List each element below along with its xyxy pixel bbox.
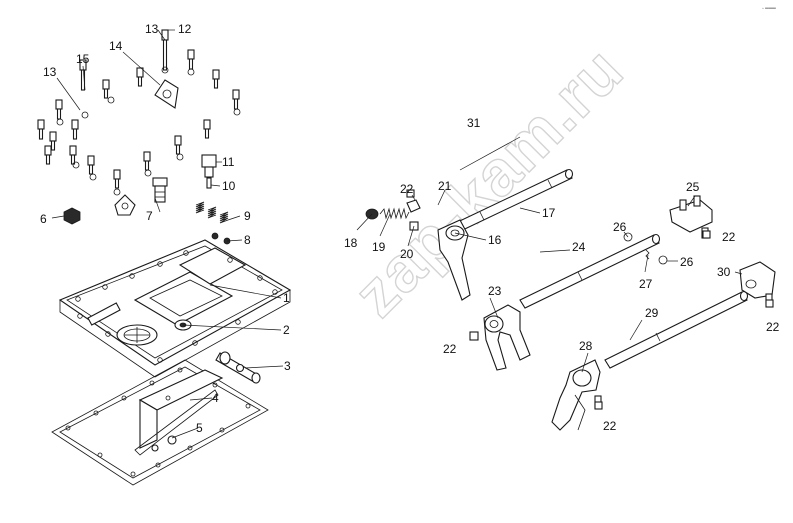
switch-fitting: [201, 154, 217, 189]
gearbox-top-cover: [58, 239, 292, 378]
callout: 22: [603, 419, 617, 433]
callout: 11: [222, 155, 235, 169]
guide-plate: [134, 369, 224, 456]
callout: 15: [76, 52, 90, 66]
breather-plug: [152, 177, 168, 203]
callout: 5: [196, 421, 203, 435]
callout: 9: [244, 209, 251, 223]
callout: 22: [722, 230, 736, 244]
callout: 25: [686, 180, 700, 194]
cover-bolts: [37, 29, 241, 196]
callout: 1: [283, 291, 290, 305]
callout: 31: [467, 116, 481, 130]
shift-lug-30: [739, 261, 776, 305]
callout: 10: [222, 179, 236, 193]
callout: 2: [283, 323, 290, 337]
interlock-parts: [365, 199, 421, 231]
bracket: [114, 194, 136, 216]
callout: 13: [43, 65, 57, 79]
lifting-eye: [154, 79, 179, 109]
shift-fork-23: [483, 304, 531, 371]
callout: 27: [639, 277, 653, 291]
callout: 22: [443, 342, 457, 356]
small-screw: [151, 435, 177, 452]
callout: 22: [766, 320, 780, 334]
callout: 7: [146, 209, 153, 223]
callout: 13: [145, 22, 159, 36]
callout: 6: [40, 212, 47, 226]
callout: 8: [244, 233, 251, 247]
callout: 23: [488, 284, 502, 298]
callout: 26: [680, 255, 694, 269]
callout: 14: [109, 39, 123, 53]
callout: 21: [438, 179, 452, 193]
callout: 30: [717, 265, 731, 279]
callout: 28: [579, 339, 593, 353]
callout: 26: [613, 220, 627, 234]
callout: 12: [178, 22, 192, 36]
leader-lines: [51, 29, 743, 439]
callout: 20: [400, 247, 414, 261]
callout: 18: [344, 236, 358, 250]
drain-plug: [63, 207, 81, 225]
callout: 29: [645, 306, 659, 320]
callout-labels: 1 2 3 4 5 6 7 8 9 10 11 12 13 13 14 15 1…: [40, 22, 780, 435]
callout: 22: [400, 182, 414, 196]
detent-springs: [195, 201, 231, 245]
shift-fork-28: [551, 359, 602, 431]
callout: 17: [542, 206, 556, 220]
corner-mark: ◦ ═══: [762, 6, 776, 12]
cover-gasket: [51, 359, 269, 486]
callout: 4: [212, 391, 219, 405]
callout: 16: [488, 233, 502, 247]
shift-rail-29: [604, 290, 749, 369]
callout: 24: [572, 240, 586, 254]
shift-rail-24: [519, 233, 661, 309]
callout: 3: [284, 359, 291, 373]
callout: 19: [372, 240, 386, 254]
lock-screws: [406, 189, 774, 410]
